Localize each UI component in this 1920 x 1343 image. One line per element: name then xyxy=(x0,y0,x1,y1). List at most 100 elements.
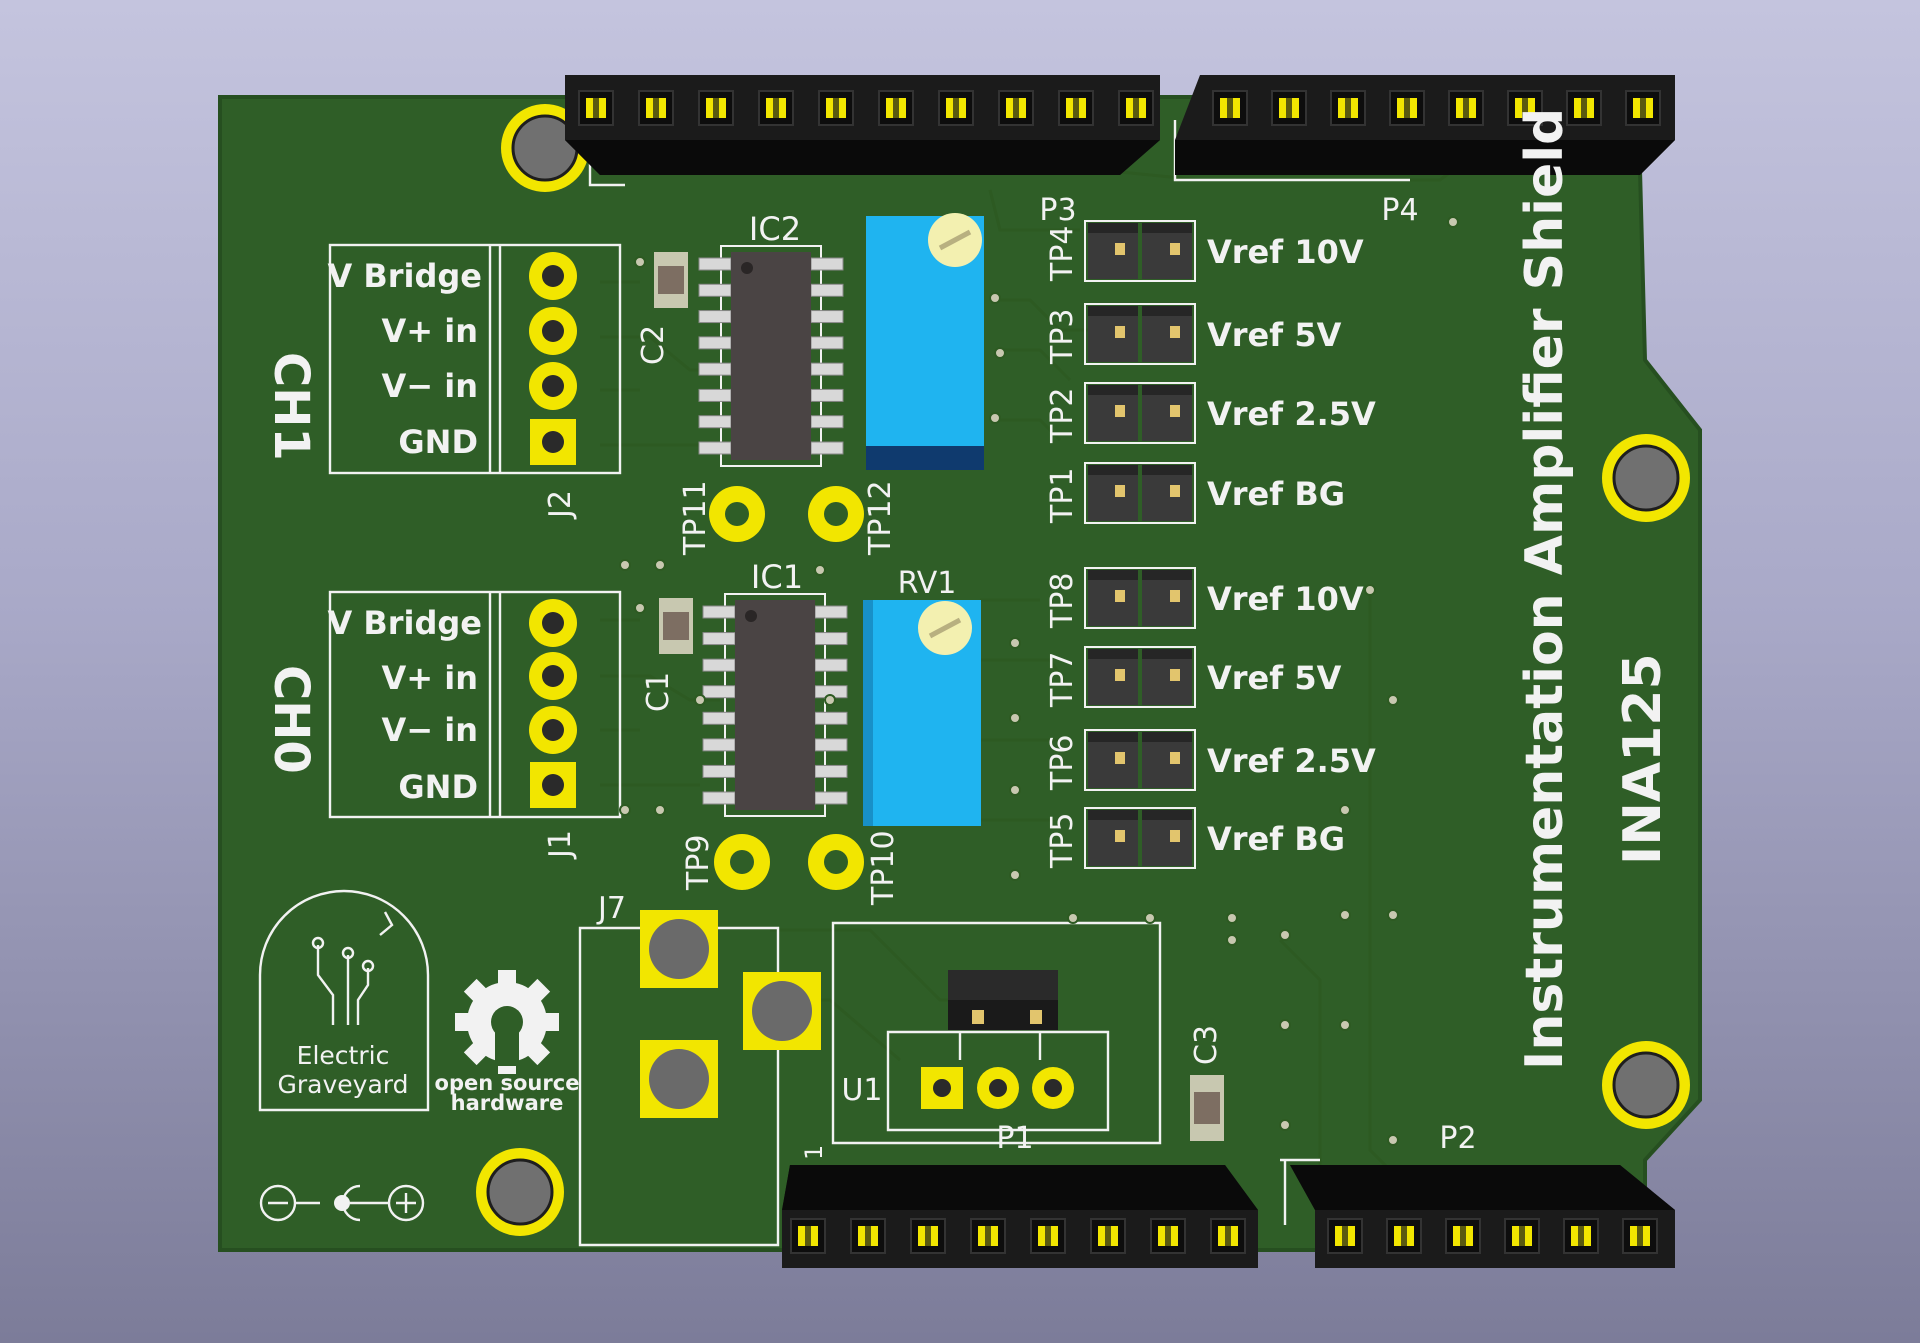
ch0-label: CH0 xyxy=(263,665,319,774)
j1-pads xyxy=(529,599,577,808)
header-pin xyxy=(1563,1218,1599,1254)
c1-ref: C1 xyxy=(641,672,676,712)
header-pin xyxy=(1212,90,1248,126)
j1-pin-label-vbridge: V Bridge xyxy=(327,604,482,642)
j1-pin-label-vplus: V+ in xyxy=(382,659,478,697)
capacitor-c3 xyxy=(1190,1075,1224,1141)
c3-ref: C3 xyxy=(1189,1025,1224,1065)
p4-ref: P4 xyxy=(1381,193,1418,228)
ic2-chip xyxy=(698,245,844,467)
regulator-u1 xyxy=(831,921,1162,1145)
vref-tp-ref: TP4 xyxy=(1045,225,1080,282)
vref-row: TP8 Vref 10V xyxy=(1045,567,1364,629)
header-pin xyxy=(1445,1218,1481,1254)
header-top-left xyxy=(565,75,1160,175)
header-pin xyxy=(790,1218,826,1254)
header-pin xyxy=(1030,1218,1066,1254)
header-pin xyxy=(910,1218,946,1254)
header-pin xyxy=(1448,90,1484,126)
terminal-block-j2 xyxy=(328,243,622,475)
j1-ref: J1 xyxy=(543,830,578,860)
vref-tp-ref: TP7 xyxy=(1045,651,1080,708)
tp12-ref: TP12 xyxy=(863,480,898,556)
electric-graveyard-logo: Electric Graveyard xyxy=(258,889,430,1112)
testpoint-tp11 xyxy=(709,486,765,542)
header-pin xyxy=(818,90,854,126)
header-pin xyxy=(1386,1218,1422,1254)
eg-text-line2: Graveyard xyxy=(278,1070,409,1099)
testpoint-tp9 xyxy=(714,834,770,890)
dc-jack-j7 xyxy=(578,910,821,1247)
vref-tp-ref: TP1 xyxy=(1045,467,1080,524)
mounting-hole-right-top xyxy=(1602,434,1690,522)
header-pin xyxy=(1566,90,1602,126)
header-bottom-left xyxy=(782,1165,1258,1268)
osh-text-line1: open source xyxy=(435,1071,580,1095)
header-pin xyxy=(850,1218,886,1254)
header-pin xyxy=(578,90,614,126)
vref-tp-ref: TP5 xyxy=(1045,812,1080,869)
testpoint-tp12 xyxy=(808,486,864,542)
tp11-ref: TP11 xyxy=(678,480,713,556)
header-pin xyxy=(998,90,1034,126)
vref-row: TP4 Vref 10V xyxy=(1045,220,1364,282)
osh-text-line2: hardware xyxy=(451,1091,564,1115)
tp10-ref: TP10 xyxy=(866,830,901,906)
header-pin xyxy=(1330,90,1366,126)
header-pin xyxy=(1090,1218,1126,1254)
board-title: Instrumentation Amplifier Shield xyxy=(1515,108,1575,1070)
j7-ref: J7 xyxy=(596,891,626,926)
header-pin xyxy=(1210,1218,1246,1254)
eg-text-line1: Electric xyxy=(297,1041,390,1070)
vref-row: TP1 Vref BG xyxy=(1045,462,1345,524)
vref-row: TP7 Vref 5V xyxy=(1045,646,1342,708)
j1-pin-label-gnd: GND xyxy=(398,768,478,806)
header-pin xyxy=(758,90,794,126)
header-pin xyxy=(1504,1218,1540,1254)
vref-label: Vref 10V xyxy=(1207,233,1364,271)
c2-ref: C2 xyxy=(636,325,671,365)
header-pin xyxy=(1271,90,1307,126)
mounting-hole-bottom-left xyxy=(476,1148,564,1236)
header-pin xyxy=(638,90,674,126)
j2-pin-label-vminus: V− in xyxy=(382,367,478,405)
j2-ref: J2 xyxy=(543,490,578,520)
capacitor-c1 xyxy=(659,598,693,654)
vref-label: Vref 5V xyxy=(1207,316,1342,354)
vref-tp-ref: TP3 xyxy=(1045,308,1080,365)
ch1-label: CH1 xyxy=(263,352,319,461)
header-pin xyxy=(1118,90,1154,126)
vref-label: Vref 5V xyxy=(1207,659,1342,697)
j1-pin-label-vminus: V− in xyxy=(382,711,478,749)
channel-ch1: V Bridge V+ in V− in GND CH1 J2 C2 IC2 xyxy=(263,210,984,556)
terminal-block-j1 xyxy=(328,590,622,819)
vref-tp-ref: TP2 xyxy=(1045,387,1080,444)
header-pin xyxy=(938,90,974,126)
trimmer-rv1 xyxy=(863,600,981,826)
vref-tp-ref: TP6 xyxy=(1045,734,1080,791)
channel-ch0: V Bridge V+ in V− in GND CH0 J1 C1 IC1 R… xyxy=(263,558,981,906)
header-top-right xyxy=(1175,75,1675,175)
ic1-chip xyxy=(702,593,848,817)
header-pin xyxy=(1058,90,1094,126)
trimmer-top xyxy=(866,213,984,470)
ic2-ref: IC2 xyxy=(749,210,801,248)
j2-pin-label-gnd: GND xyxy=(398,423,478,461)
j2-pin-label-vplus: V+ in xyxy=(382,312,478,350)
vref-tp-ref: TP8 xyxy=(1045,572,1080,629)
p1-ref: P1 xyxy=(996,1121,1033,1156)
header-pin xyxy=(1327,1218,1363,1254)
header-pin xyxy=(1625,90,1661,126)
header-pin xyxy=(1150,1218,1186,1254)
vref-row: TP3 Vref 5V xyxy=(1045,303,1342,365)
mounting-hole-right-bottom xyxy=(1602,1041,1690,1129)
vref-label: Vref BG xyxy=(1207,475,1345,513)
dc-polarity-symbol xyxy=(259,1184,425,1222)
tp9-ref: TP9 xyxy=(681,834,716,891)
j2-pads xyxy=(529,252,577,465)
vref-label: Vref 10V xyxy=(1207,580,1364,618)
capacitor-c2 xyxy=(654,252,688,308)
